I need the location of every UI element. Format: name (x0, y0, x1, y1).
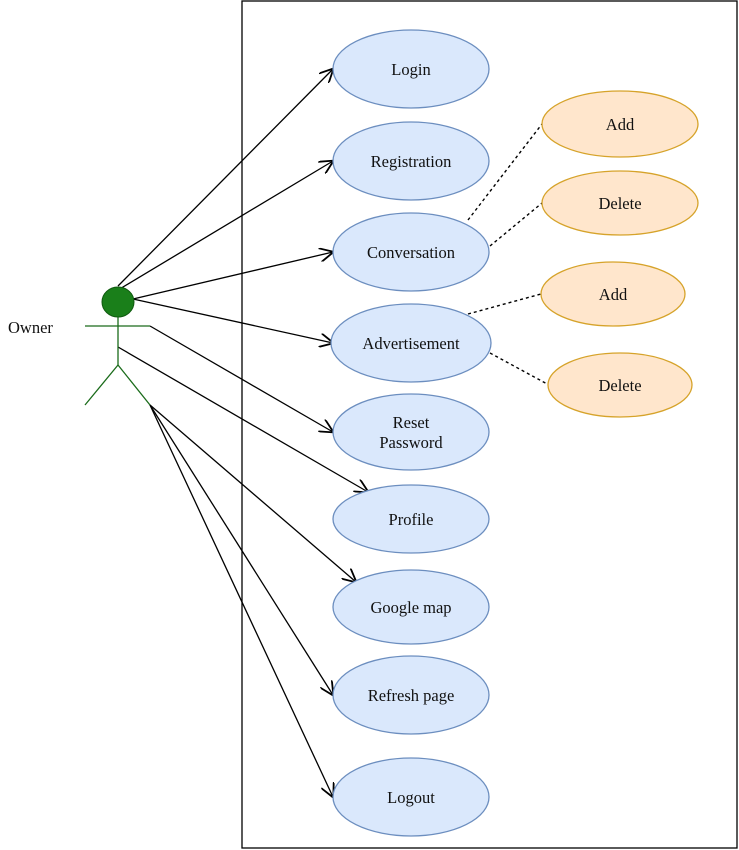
sub-use-case-ellipse (541, 170, 699, 236)
use-case-ellipse (332, 757, 490, 837)
association-profile (117, 346, 368, 492)
sub-use-case-conversation-add: Add (541, 90, 699, 158)
use-case-label: Advertisement (362, 334, 460, 353)
actor-figure (84, 286, 151, 406)
use-case-ellipse (332, 655, 490, 735)
association-login (117, 69, 333, 287)
sub-use-case-label: Delete (598, 194, 641, 213)
sub-use-case-ellipse (541, 90, 699, 158)
association-advertisement (132, 298, 333, 343)
use-case-label: Reset (393, 413, 430, 432)
extensions (467, 123, 550, 386)
use-case-label: Registration (371, 152, 452, 171)
use-case-refresh-page: Refresh page (332, 655, 490, 735)
use-case-login: Login (332, 29, 490, 109)
association-google-map (149, 404, 356, 582)
association-reset-password (149, 325, 333, 432)
use-case-label: Conversation (367, 243, 455, 262)
extension-conversation-add (467, 123, 543, 221)
use-case-label: Password (379, 433, 443, 452)
sub-use-case-label: Add (599, 285, 628, 304)
use-case-ellipse (332, 484, 490, 554)
use-case-google-map: Google map (332, 569, 490, 645)
sub-use-case-ellipse (547, 352, 693, 418)
use-case-label: Logout (387, 788, 435, 807)
use-case-label: Refresh page (368, 686, 455, 705)
use-case-profile: Profile (332, 484, 490, 554)
extension-advertisement-delete (489, 352, 550, 386)
use-cases: LoginRegistrationConversationAdvertiseme… (330, 29, 492, 837)
actor-left-leg (84, 364, 119, 406)
use-case-ellipse (332, 569, 490, 645)
use-case-ellipse (330, 303, 492, 383)
use-case-ellipse (332, 29, 490, 109)
sub-use-case-conversation-delete: Delete (541, 170, 699, 236)
actor-label: Owner (8, 318, 53, 337)
sub-use-case-advertisement-add: Add (540, 261, 686, 327)
associations (117, 69, 368, 797)
sub-use-case-ellipse (540, 261, 686, 327)
sub-use-case-label: Add (606, 115, 635, 134)
use-case-advertisement: Advertisement (330, 303, 492, 383)
use-case-ellipse (332, 212, 490, 292)
actor-right-leg (117, 364, 151, 406)
use-case-label: Login (391, 60, 430, 79)
sub-use-case-label: Delete (598, 376, 641, 395)
system-boundary (241, 0, 738, 849)
use-case-logout: Logout (332, 757, 490, 837)
association-registration (117, 161, 333, 291)
association-refresh-page (149, 404, 333, 695)
extension-conversation-delete (489, 202, 543, 247)
use-case-conversation: Conversation (332, 212, 490, 292)
extension-advertisement-add (467, 293, 542, 315)
use-case-label: Profile (389, 510, 434, 529)
use-case-label: Google map (370, 598, 451, 617)
actor-owner: Owner (8, 286, 151, 406)
association-logout (149, 404, 333, 797)
association-conversation (132, 252, 333, 300)
sub-use-case-advertisement-delete: Delete (547, 352, 693, 418)
actor-head (101, 286, 135, 318)
use-case-ellipse (332, 393, 490, 471)
use-case-registration: Registration (332, 121, 490, 201)
use-case-ellipse (332, 121, 490, 201)
